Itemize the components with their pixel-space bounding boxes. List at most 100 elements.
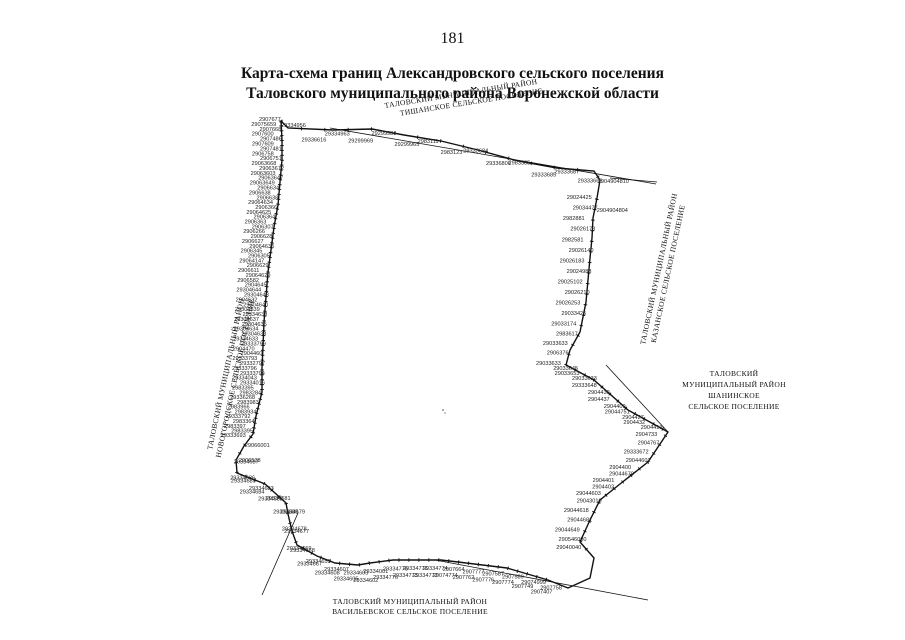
- point-label: 2907776: [472, 578, 494, 584]
- boundary-vertex-tick: [507, 566, 509, 571]
- point-label: 2904460: [241, 351, 263, 357]
- boundary-vertex-tick: [637, 467, 641, 471]
- point-label: 29334685: [231, 478, 256, 484]
- point-label: 2906345: [241, 249, 263, 255]
- boundary-vertex-tick: [600, 385, 604, 389]
- point-label: 2907664: [443, 567, 465, 573]
- point-label: 29044618: [564, 508, 589, 514]
- point-label: 29033645: [553, 366, 578, 372]
- boundary-vertex-tick: [633, 411, 637, 416]
- point-label: 29334602: [353, 578, 378, 584]
- point-label: 2906376: [547, 351, 569, 357]
- boundary-vertex-tick: [328, 559, 332, 563]
- point-label: 2904409: [604, 404, 626, 410]
- boundary-vertex-tick: [624, 406, 628, 410]
- point-label: 2904904810: [598, 179, 629, 185]
- point-label: 2904767: [638, 441, 660, 447]
- point-label: 29024983: [567, 269, 592, 275]
- boundary-vertex-tick: [294, 541, 298, 544]
- boundary-vertex-tick: [576, 334, 580, 337]
- boundary-vertex-tick: [251, 431, 256, 434]
- point-label: 2904645: [245, 283, 267, 289]
- boundary-vertex-tick: [612, 486, 616, 491]
- scan-dots: [442, 409, 446, 414]
- boundary-vertex-ticks: [234, 119, 668, 582]
- point-label: 29304633: [241, 332, 266, 338]
- point-label: 29334603: [344, 570, 369, 576]
- point-label: 29334963: [325, 132, 350, 138]
- point-label: 29063603: [251, 171, 276, 177]
- point-label: 2983284: [239, 390, 261, 396]
- point-label: 2983364: [233, 419, 255, 425]
- point-label: 29333794: [240, 371, 265, 377]
- point-label: 29304643: [244, 293, 269, 299]
- point-label: 29333684: [463, 148, 488, 154]
- point-label: 29334607: [324, 567, 349, 573]
- point-label: 29334687: [234, 459, 259, 465]
- boundary-vertex-tick: [286, 512, 290, 515]
- point-label: 2906266: [243, 229, 265, 235]
- point-label: 2983395: [231, 429, 253, 435]
- point-label: 29334677: [284, 529, 309, 535]
- point-label: 2906638: [249, 190, 271, 196]
- point-label: 2904632: [236, 297, 258, 303]
- point-label: 2904733: [636, 432, 658, 438]
- point-label: 2907589: [502, 574, 524, 580]
- boundary-vertex-tick: [301, 546, 305, 551]
- boundary-vertex-tick: [252, 427, 256, 429]
- point-label: 29064625: [246, 210, 271, 216]
- point-label: 2982881: [563, 216, 585, 222]
- boundary-vertex-tick: [257, 403, 261, 405]
- boundary-vertex-tick: [416, 135, 419, 140]
- boundary-vertex-tick: [583, 530, 587, 533]
- south-neighbor-line: [434, 559, 649, 601]
- point-label: 29066001: [245, 443, 270, 449]
- point-label: 2907774: [492, 580, 514, 586]
- boundary-vertex-tick: [275, 208, 280, 210]
- point-label: 2904437: [588, 397, 610, 403]
- point-label: 2904904804: [597, 208, 628, 214]
- point-label: 29063647: [258, 176, 283, 182]
- settlement-boundary: [235, 120, 670, 589]
- point-label: 29334683: [249, 486, 274, 492]
- boundary-vertex-tick: [535, 574, 538, 579]
- boundary-vertex-tick: [592, 208, 597, 211]
- neighbor-north: ТАЛОВСКИЙ МУНИЦИПАЛЬНЫЙ РАЙОН ТИШАНСКОЕ …: [384, 77, 543, 118]
- neighbor-south: ТАЛОВСКИЙ МУНИЦИПАЛЬНЫЙ РАЙОН ВАСИЛЬЕВСК…: [332, 597, 488, 616]
- boundary-vertex-tick: [485, 150, 487, 155]
- point-label: 29026253: [556, 301, 581, 307]
- point-label: 29333666: [578, 179, 603, 185]
- point-label: 2904401: [593, 478, 615, 484]
- boundary-vertex-tick: [578, 539, 583, 543]
- southwest-neighbor-line: [261, 512, 299, 596]
- point-label: 29074774: [433, 573, 458, 579]
- neighbor-southeast-line-4: СЕЛЬСКОЕ ПОСЕЛЕНИЕ: [688, 402, 779, 411]
- boundary-vertex-tick: [608, 392, 612, 396]
- point-label: 29333672: [624, 450, 649, 456]
- point-label: 29334776: [383, 567, 408, 573]
- boundary-vertex-tick: [368, 561, 371, 565]
- point-label: 29026140: [569, 248, 594, 254]
- point-label: 29063672: [259, 166, 284, 172]
- point-label: 29334686: [230, 475, 255, 481]
- point-label: 2983397: [224, 424, 246, 430]
- boundary-vertex-tick: [594, 198, 599, 201]
- point-label: 2906758: [252, 151, 274, 157]
- boundary-vertex-tick: [652, 422, 655, 426]
- boundary-vertex-tick: [272, 222, 277, 225]
- boundary-vertex-tick: [290, 531, 295, 534]
- boundary-vertex-tick: [237, 452, 242, 455]
- point-label: 2904427: [622, 415, 644, 421]
- boundary-vertex-tick: [252, 422, 257, 424]
- point-label: 29336806: [486, 161, 511, 167]
- point-label: 2907407: [531, 590, 553, 596]
- boundary-vertex-tick: [657, 443, 662, 447]
- point-label: 2983934: [235, 409, 257, 415]
- point-label: 2907609: [252, 142, 274, 148]
- boundary-vertex-tick: [244, 474, 247, 479]
- point-label: 29026183: [560, 259, 585, 265]
- point-label: 29044601: [626, 458, 651, 464]
- point-label: 29044670: [609, 471, 634, 477]
- point-label: 29026210: [565, 290, 590, 296]
